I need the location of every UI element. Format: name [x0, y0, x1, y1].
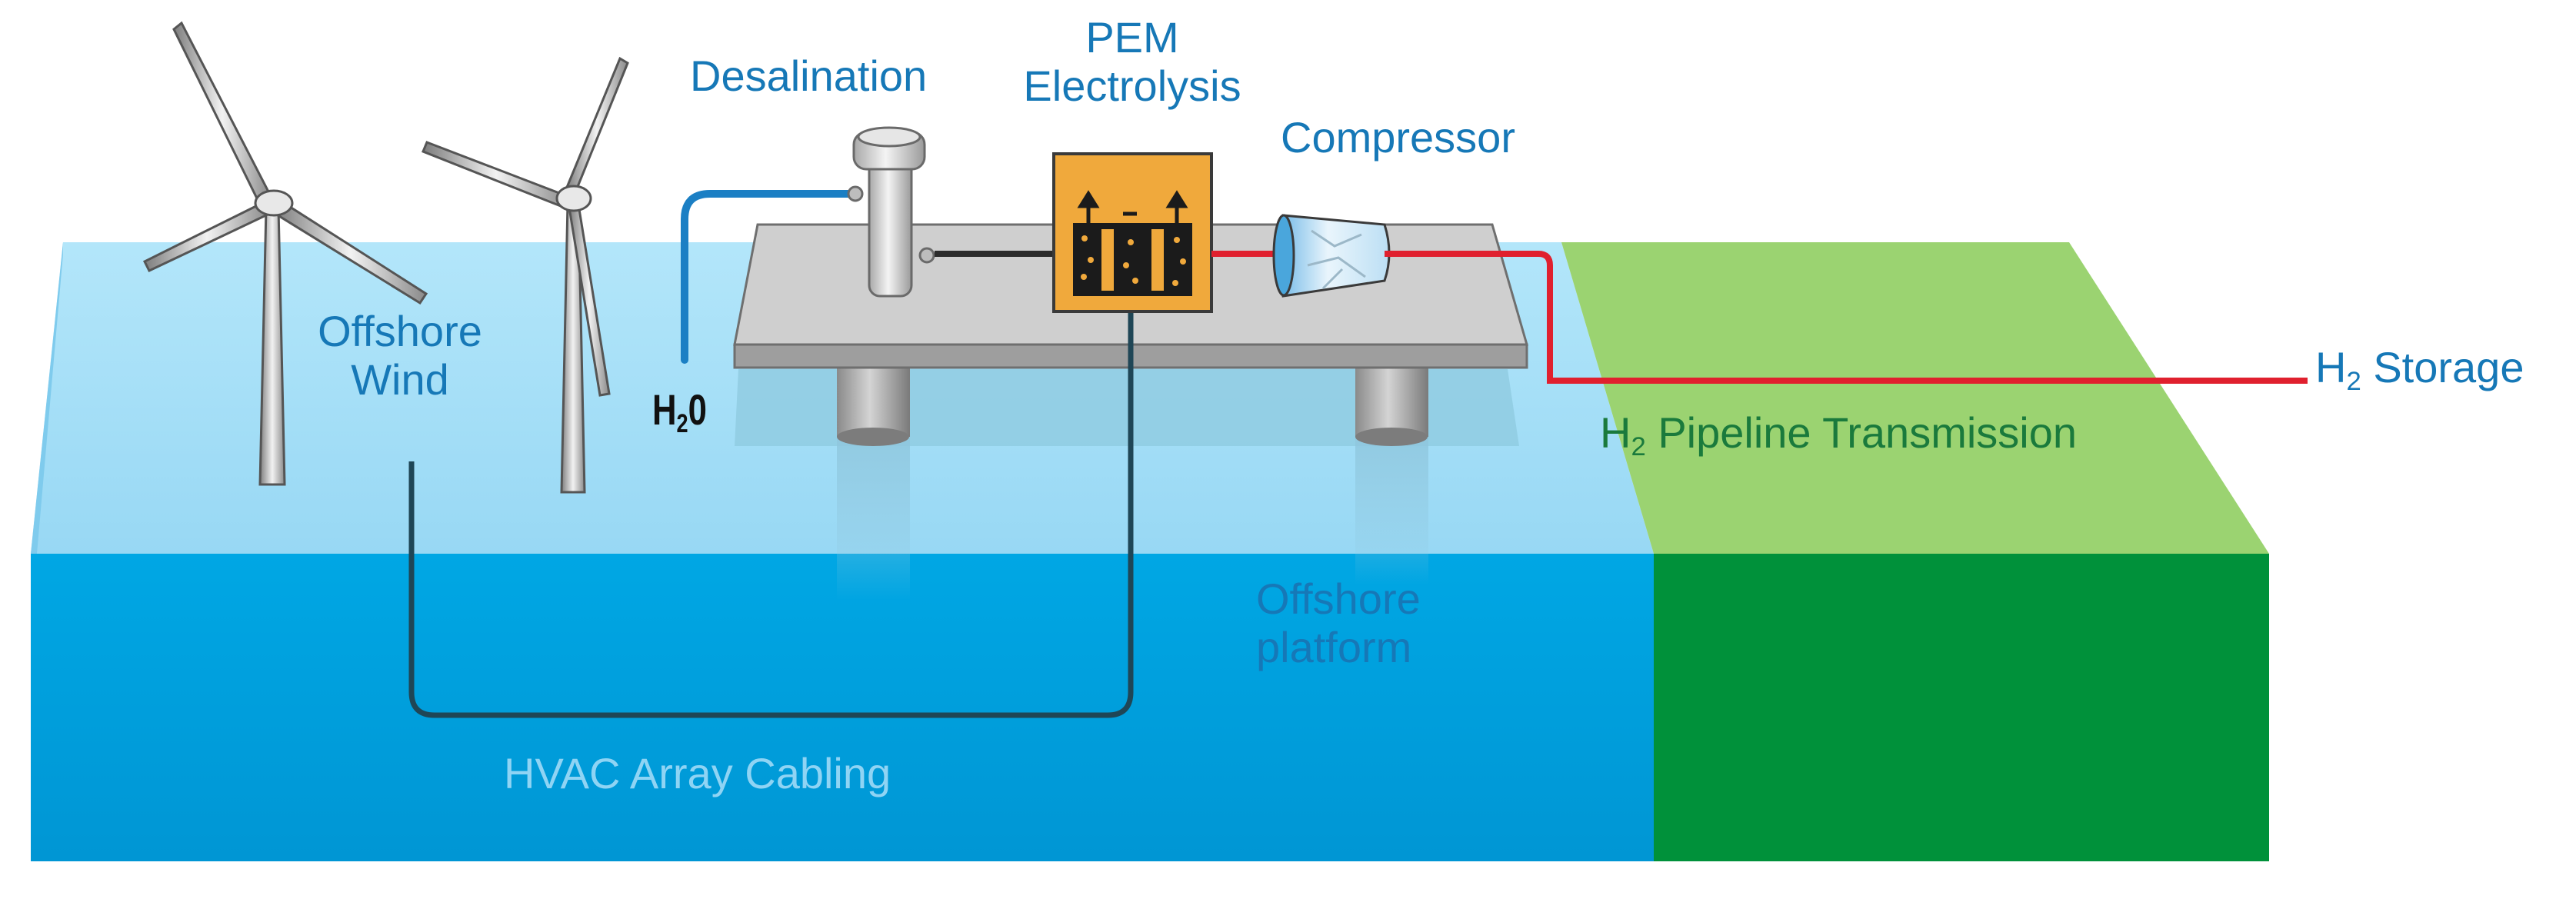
label-h2-storage: H2 Storage: [2315, 343, 2524, 396]
label-offshore-wind: Offshore Wind: [300, 307, 500, 404]
label-h2-pipeline-transmission: H2 Pipeline Transmission: [1600, 408, 2078, 461]
label-platform-line1: Offshore: [1256, 574, 1421, 623]
wind-turbine-icon: [422, 56, 629, 494]
label-pem-line2: Electrolysis: [1023, 61, 1241, 110]
label-storage-h: H: [2315, 343, 2347, 391]
electrolyzer-box-icon: [1052, 152, 1213, 313]
land-surface: [1561, 242, 2269, 554]
label-offshore-wind-line1: Offshore: [318, 307, 482, 355]
pillar-reflection-right: [1355, 431, 1428, 584]
label-pipeline-h: H: [1600, 408, 1631, 457]
compressor-icon: [1272, 214, 1391, 298]
label-pipeline-text: Pipeline Transmission: [1645, 408, 2078, 457]
land-block: [1561, 242, 2269, 861]
pillar-reflection-left: [837, 431, 910, 600]
platform-shadow: [735, 369, 1519, 446]
hvac-array-cable: [408, 304, 1134, 718]
label-pem-line1: PEM: [1085, 13, 1179, 62]
desalination-tank-icon: [847, 126, 935, 298]
label-water-o: 0: [688, 385, 707, 434]
label-water-h: H: [652, 385, 677, 434]
platform-pillars: [837, 361, 1428, 446]
label-pem-electrolysis: PEM Electrolysis: [1001, 13, 1263, 110]
label-desalination: Desalination: [690, 52, 928, 100]
water-intake-pipe: [681, 190, 861, 364]
wind-turbine-icon: [142, 21, 428, 486]
label-offshore-platform: Offshore platform: [1256, 574, 1421, 671]
label-storage-text: Storage: [2361, 343, 2524, 391]
label-compressor: Compressor: [1281, 113, 1515, 161]
label-hvac-array-cabling: HVAC Array Cabling: [504, 749, 891, 797]
label-water-subscript: 2: [676, 408, 688, 438]
label-platform-line2: platform: [1256, 622, 1412, 671]
label-water: H20: [652, 385, 707, 438]
label-offshore-wind-line2: Wind: [351, 355, 449, 404]
sea-left-edge-shade: [31, 242, 63, 554]
label-pipeline-subscript: 2: [1631, 431, 1646, 461]
land-front: [1654, 554, 2269, 861]
sea-front: [31, 554, 1654, 861]
label-storage-subscript: 2: [2346, 366, 2361, 396]
h2-pipeline: [1385, 251, 2308, 384]
